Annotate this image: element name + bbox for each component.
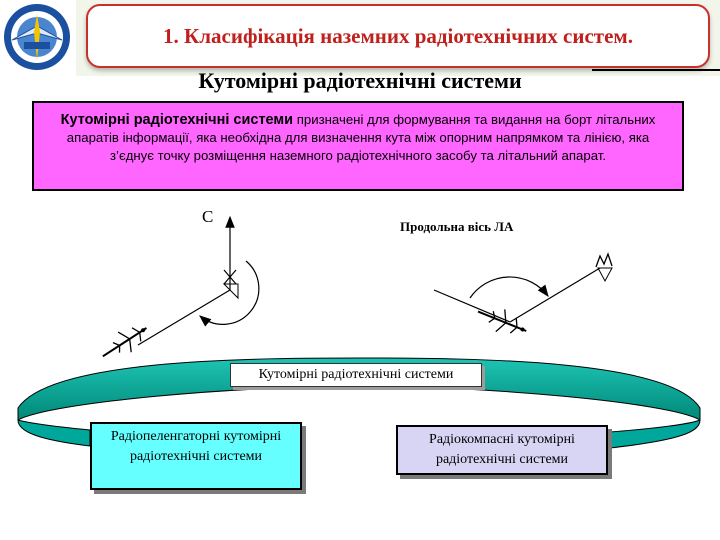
radio-compass-systems-box: Радіокомпасні кутомірні радіотехнічні си… [396, 425, 608, 475]
definition-box: Кутомірні радіотехнічні системи призначе… [32, 101, 684, 191]
section-subtitle: Кутомірні радіотехнічні системи [198, 68, 522, 93]
bearing-line [137, 289, 231, 346]
aircraft-icon-right [477, 309, 527, 334]
definition-text: призначені для формування та видання на … [66, 112, 656, 163]
subtitle-rule [592, 69, 720, 71]
university-logo [4, 4, 70, 70]
aircraft-axis-line [433, 289, 511, 323]
definition-term: Кутомірні радіотехнічні системи [60, 112, 294, 128]
direction-finder-systems-box: Радіопеленгаторні кутомірні радіотехнічн… [90, 422, 302, 490]
station-direction-line [509, 267, 601, 323]
aircraft-icon [102, 327, 147, 358]
ground-antenna-icon [595, 252, 613, 283]
compass-angle-arc [469, 276, 549, 299]
aircraft-axis-label: Продольна вісь ЛА [400, 219, 514, 234]
bearing-angle-arc [199, 260, 260, 327]
page-title: 1. Класифікація наземних радіотехнічних … [163, 23, 633, 48]
classification-ribbon [17, 357, 701, 449]
north-label: С [202, 207, 214, 226]
right-angle-diagram [433, 252, 613, 334]
title-box: 1. Класифікація наземних радіотехнічних … [86, 4, 710, 68]
classification-root-box: Кутомірні радіотехнічні системи [230, 363, 482, 387]
ground-station-icon [222, 269, 239, 300]
left-angle-diagram [102, 215, 260, 358]
